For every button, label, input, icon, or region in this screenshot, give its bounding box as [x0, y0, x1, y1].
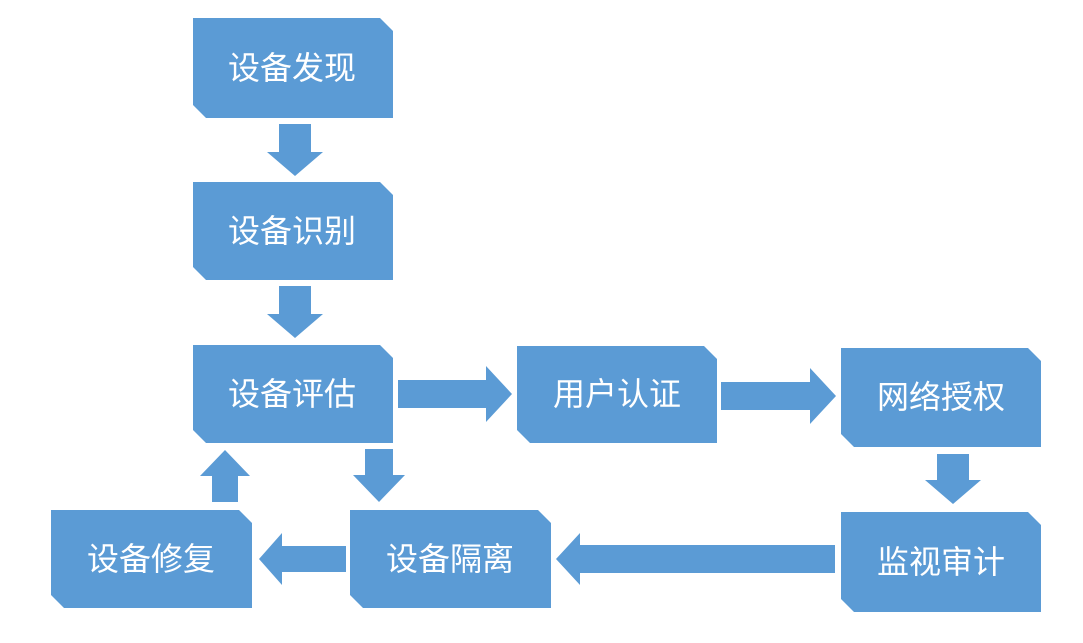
- node-label: 设备隔离: [386, 540, 514, 578]
- arrow-authentication-to-authorization: [721, 368, 836, 424]
- node-label: 设备识别: [228, 212, 356, 250]
- node-device-isolation: 设备隔离: [350, 510, 551, 608]
- node-label: 设备发现: [228, 49, 356, 87]
- node-device-discovery: 设备发现: [193, 18, 393, 118]
- arrow-identification-to-assessment: [267, 286, 323, 338]
- node-device-repair: 设备修复: [51, 510, 252, 608]
- node-user-authentication: 用户认证: [517, 346, 717, 443]
- node-label: 设备评估: [228, 375, 356, 413]
- node-label: 网络授权: [877, 378, 1005, 416]
- node-monitoring-audit: 监视审计: [841, 512, 1041, 612]
- node-device-identification: 设备识别: [193, 182, 393, 280]
- arrow-audit-to-isolation: [556, 533, 835, 585]
- arrow-repair-to-assessment: [200, 450, 250, 502]
- arrow-authorization-to-audit: [925, 454, 981, 504]
- arrow-assessment-to-isolation: [353, 449, 405, 502]
- arrow-discovery-to-identification: [267, 124, 323, 176]
- arrow-assessment-to-authentication: [398, 366, 512, 422]
- node-device-assessment: 设备评估: [193, 345, 393, 443]
- node-network-authorization: 网络授权: [841, 348, 1041, 447]
- node-label: 用户认证: [553, 375, 681, 413]
- arrow-isolation-to-repair: [259, 533, 346, 585]
- node-label: 监视审计: [877, 543, 1005, 581]
- node-label: 设备修复: [87, 540, 215, 578]
